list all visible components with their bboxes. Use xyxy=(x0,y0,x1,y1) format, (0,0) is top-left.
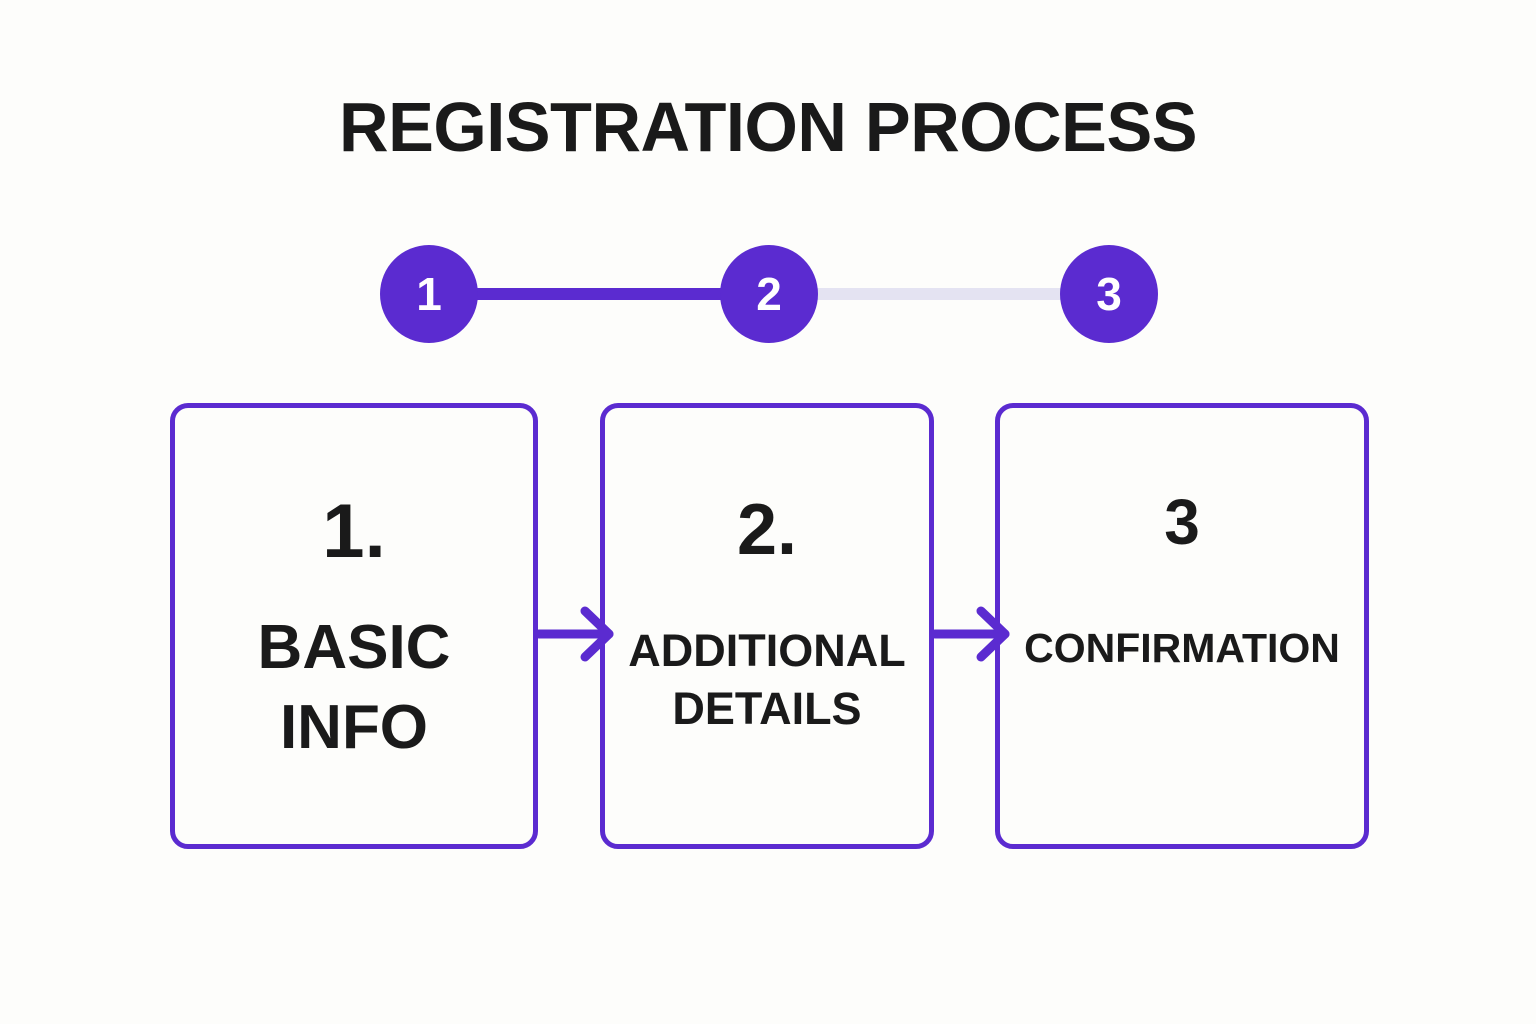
step-indicator: 1 2 3 xyxy=(380,245,1158,343)
step-card-1-label-line-2: INFO xyxy=(279,693,429,762)
step-circle-3-number: 3 xyxy=(1096,268,1122,320)
step-card-1-label-line-1: BASIC xyxy=(257,613,451,682)
flow-arrow-2-to-3 xyxy=(933,605,1019,663)
step-card-1-number: 1. xyxy=(322,489,386,574)
step-circle-1[interactable]: 1 xyxy=(380,245,478,343)
step-circle-2[interactable]: 2 xyxy=(720,245,818,343)
step-card-additional-details[interactable]: 2. ADDITIONAL DETAILS xyxy=(600,403,934,849)
step-circle-2-number: 2 xyxy=(756,268,782,320)
step-card-3-label-line-1: CONFIRMATION xyxy=(1024,625,1340,671)
step-card-3-number: 3 xyxy=(1164,486,1200,558)
step-cards-row: 1. BASIC INFO 2. ADDITIONAL DETAILS 3 CO… xyxy=(0,403,1536,853)
page-title: REGISTRATION PROCESS xyxy=(339,88,1197,166)
flow-arrow-1-to-2 xyxy=(537,605,623,663)
step-card-2-label-line-1: ADDITIONAL xyxy=(628,625,906,676)
step-connector-2-3 xyxy=(769,288,1109,300)
step-circle-3[interactable]: 3 xyxy=(1060,245,1158,343)
step-card-2-number: 2. xyxy=(736,490,798,570)
step-card-2-label-line-2: DETAILS xyxy=(672,683,862,734)
step-card-1-label: BASIC INFO xyxy=(258,608,451,768)
step-card-basic-info[interactable]: 1. BASIC INFO xyxy=(170,403,538,849)
step-connector-1-2 xyxy=(429,288,769,300)
step-indicator-track xyxy=(380,245,1158,343)
step-card-2-label: ADDITIONAL DETAILS xyxy=(628,622,905,738)
step-card-3-label: CONFIRMATION xyxy=(1024,622,1340,674)
step-card-confirmation[interactable]: 3 CONFIRMATION xyxy=(995,403,1369,849)
step-circle-1-number: 1 xyxy=(416,268,442,320)
